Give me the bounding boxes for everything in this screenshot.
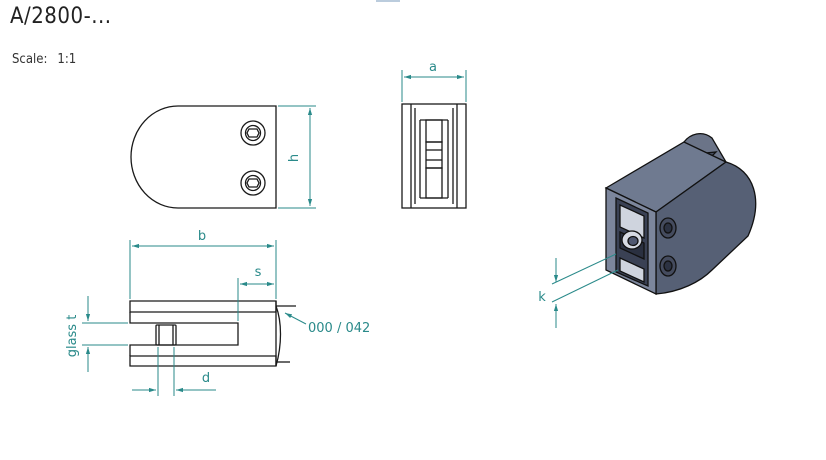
dimension-glass-t	[82, 296, 128, 372]
dimension-s	[237, 278, 274, 321]
finish-code-label: 000 / 042	[308, 321, 370, 336]
front-view-body	[130, 105, 277, 209]
screw-icon	[240, 120, 266, 146]
finish-leader	[284, 312, 307, 325]
screw-icon	[659, 255, 677, 277]
dimension-d	[132, 347, 216, 396]
side-view-body	[401, 103, 467, 209]
scale-value: 1:1	[57, 52, 77, 67]
dimension-s-label: s	[255, 265, 262, 280]
dimension-a	[401, 70, 467, 102]
dimension-b-label: b	[198, 229, 206, 244]
dimension-b	[129, 240, 277, 299]
dimension-d-label: d	[202, 371, 210, 386]
screw-icon	[659, 217, 677, 239]
side-view	[401, 103, 467, 209]
dimension-k-label: k	[538, 290, 546, 305]
section-view	[129, 300, 296, 367]
dimension-a-label: a	[429, 60, 437, 75]
front-view	[130, 105, 277, 209]
scale-label: Scale:	[12, 52, 48, 67]
dimension-h-label: h	[287, 154, 302, 162]
scale-indicator: Scale: 1:1	[12, 52, 76, 67]
dimension-h	[278, 105, 316, 209]
dimension-glass-t-label: glass t	[65, 315, 80, 358]
screw-icon	[240, 170, 266, 196]
dimension-k	[551, 253, 619, 328]
drawing-title: A/2800-...	[10, 4, 112, 29]
isometric-view	[604, 132, 757, 296]
